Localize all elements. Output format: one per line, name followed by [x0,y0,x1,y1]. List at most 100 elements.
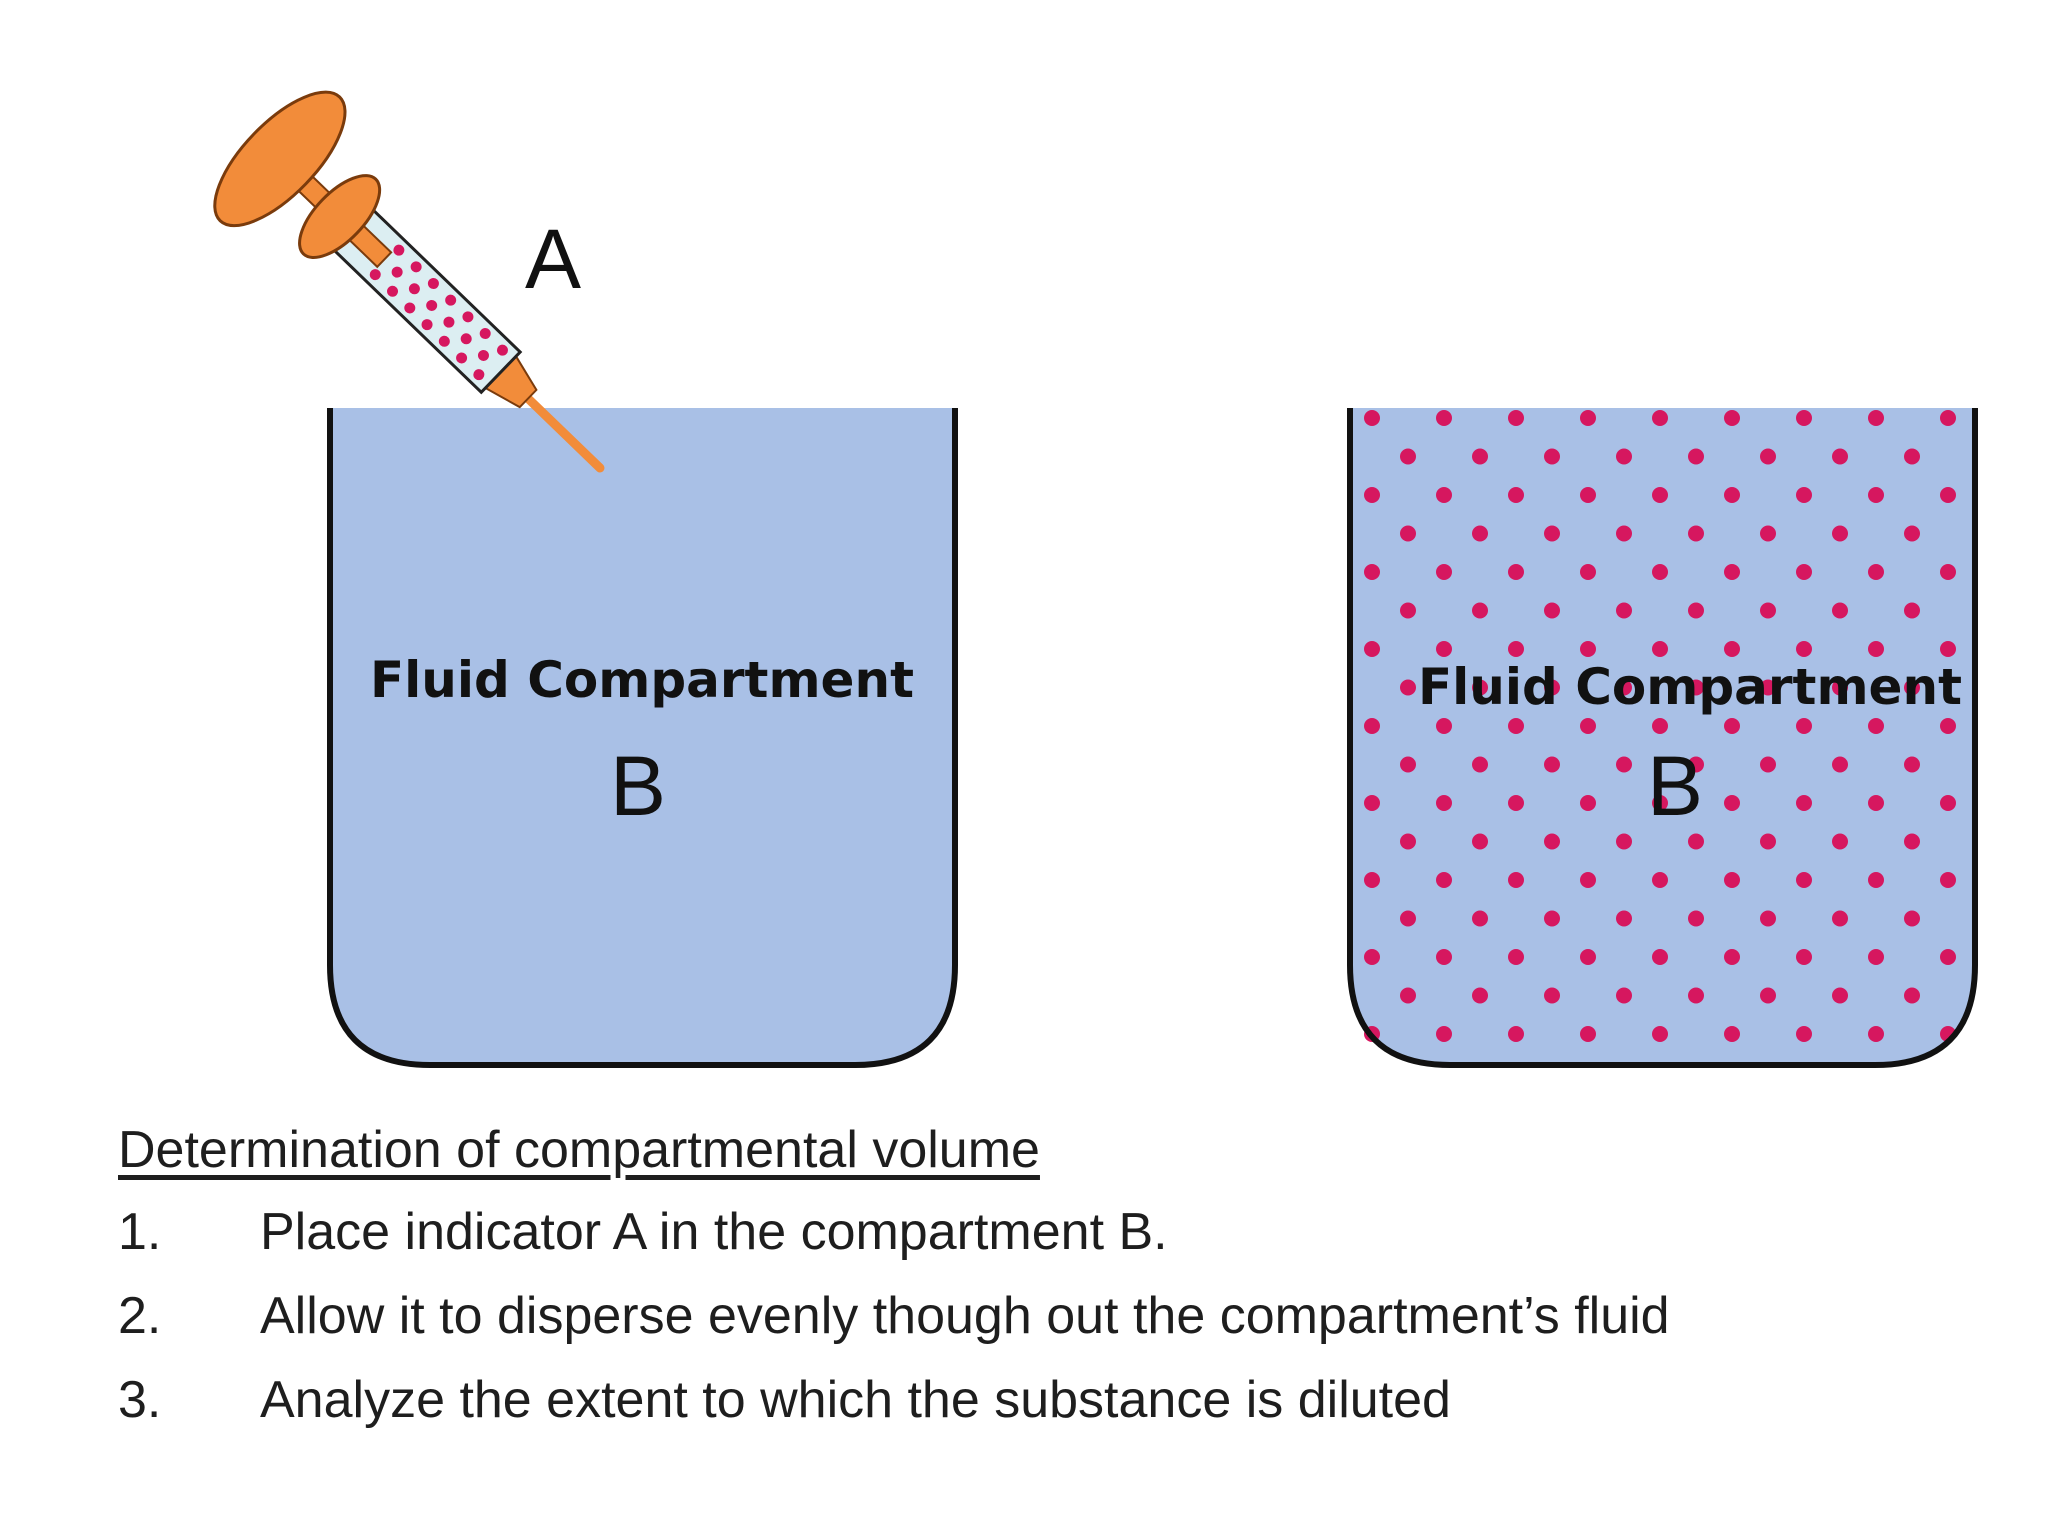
indicator-dot [1616,448,1632,465]
indicator-dot [1364,564,1380,580]
indicator-dot [1616,602,1632,619]
indicator-dot [1652,949,1668,965]
step-number: 1. [118,1203,162,1261]
indicator-dot [1832,756,1848,773]
indicator-dot [1364,872,1380,888]
indicator-dot [1868,564,1884,580]
indicator-dot [1760,602,1776,619]
container-after [1350,408,1975,1065]
dispersed-indicator-dots [1364,410,1956,1042]
indicator-dot [1724,872,1740,888]
indicator-dot [460,333,472,345]
indicator-dot [1400,910,1416,927]
indicator-dot [1400,833,1416,850]
indicator-dot [1796,718,1812,734]
container-walls-after [1347,408,1978,1068]
indicator-dot [1400,756,1416,773]
indicator-dot [1724,1026,1740,1042]
indicator-dot [1796,1026,1812,1042]
indicator-dot [1760,833,1776,850]
indicator-dot [1364,410,1380,426]
indicator-dot [1760,525,1776,542]
indicator-dot [387,285,399,297]
indicator-dot [1868,718,1884,734]
indicator-dot [1400,602,1416,619]
indicator-dot [1472,756,1488,773]
step-text: Analyze the extent to which the substanc… [260,1371,1451,1429]
indicator-dot [1508,410,1524,426]
indicator-dot [1544,602,1560,619]
compartment-letter-before: B [610,739,666,833]
indicator-dot [426,299,438,311]
indicator-dot [1364,487,1380,503]
indicator-dot [1400,679,1416,696]
indicator-dot [1904,602,1920,619]
indicator-dot [1868,949,1884,965]
compartment-title-after: Fluid Compartment [1418,658,1962,716]
indicator-dot [1544,833,1560,850]
indicator-dot [1760,679,1776,696]
step-number: 3. [118,1371,162,1429]
indicator-dot [1400,525,1416,542]
indicator-dot [1688,679,1704,696]
indicator-dot [1904,679,1920,696]
indicator-dot [1796,410,1812,426]
indicator-dot [456,352,468,364]
indicator-dot [1688,602,1704,619]
indicator-dot [1724,564,1740,580]
indicator-dot [1544,679,1560,696]
indicator-dot [1580,718,1596,734]
indicator-dot [1652,795,1668,811]
indicator-dot [1616,987,1632,1004]
indicator-dot [1724,410,1740,426]
indicator-dot [1796,795,1812,811]
indicator-dot [1508,718,1524,734]
indicator-dot [1652,1026,1668,1042]
indicator-dot [1724,795,1740,811]
indicator-dot [1688,448,1704,465]
indicator-dot [1544,910,1560,927]
indicator-dot [1796,949,1812,965]
indicator-dot [1508,795,1524,811]
indicator-dot [1652,410,1668,426]
indicator-dot [404,302,416,314]
indicator-dot [1436,1026,1452,1042]
indicator-dot [1868,1026,1884,1042]
indicator-dot [393,244,405,256]
indicator-dot [1796,872,1812,888]
indicator-dot [1688,987,1704,1004]
indicator-dot [1508,872,1524,888]
indicator-dot [1652,641,1668,657]
indicator-dot [1868,872,1884,888]
indicator-dot [462,311,474,323]
indicator-dot [1472,833,1488,850]
indicator-dot [1580,641,1596,657]
instruction-step: 2. Allow it to disperse evenly though ou… [118,1284,1670,1348]
indicator-dot [1724,487,1740,503]
indicator-dot [1436,564,1452,580]
indicator-dot [1616,756,1632,773]
instructions: Determination of compartmental volume 1.… [118,1118,1670,1452]
indicator-dot [443,316,455,328]
step-text: Place indicator A in the compartment B. [260,1203,1168,1261]
indicator-dot [1796,487,1812,503]
syringe-thumb-pad [213,90,347,228]
indicator-dots-in-syringe [369,244,508,381]
container-before [330,408,955,1065]
compartment-title-before: Fluid Compartment [370,651,914,709]
indicator-dot [1760,756,1776,773]
indicator-dot [1724,641,1740,657]
indicator-dot [1652,718,1668,734]
indicator-dot [1940,718,1956,734]
indicator-dot [1940,949,1956,965]
step-text: Allow it to disperse evenly though out t… [260,1287,1670,1345]
indicator-dot [1436,718,1452,734]
indicator-dot [1832,833,1848,850]
compartment-after: Fluid Compartment B [1347,408,1978,1068]
indicator-dot [1580,1026,1596,1042]
indicator-dot [1688,910,1704,927]
indicator-dot [1364,795,1380,811]
indicator-dot [1832,525,1848,542]
indicator-dot [1508,949,1524,965]
indicator-dot [1436,795,1452,811]
